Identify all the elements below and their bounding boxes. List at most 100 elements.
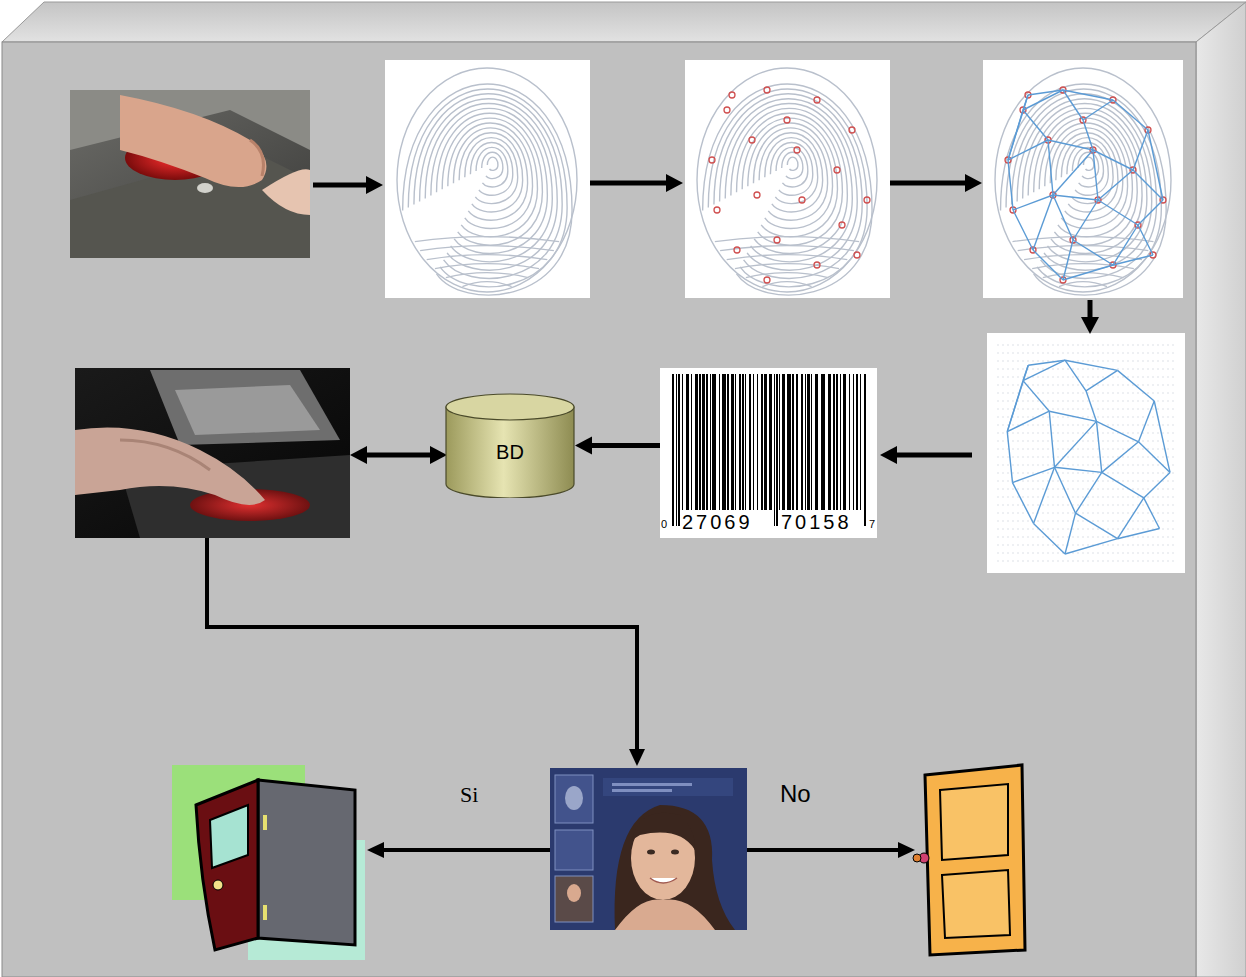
ridge	[759, 133, 823, 212]
mesh-line	[1063, 240, 1073, 280]
mesh-line	[1007, 365, 1028, 431]
minutiae-mesh	[997, 345, 1175, 561]
bar	[742, 374, 744, 510]
minutia-point	[849, 127, 855, 133]
ridge	[995, 68, 1171, 292]
bar	[757, 374, 758, 510]
bar	[864, 374, 866, 526]
ridge	[431, 108, 547, 253]
ridge	[1017, 99, 1152, 270]
ridge	[1001, 84, 1167, 295]
hand-scan-photo	[75, 368, 350, 538]
minutia-point	[764, 87, 770, 93]
mesh-line	[1013, 483, 1034, 524]
ridge	[403, 84, 572, 295]
mesh-line	[1055, 467, 1102, 472]
closed-door	[913, 765, 1025, 955]
ridge	[1034, 113, 1138, 245]
faint-texture	[997, 408, 1175, 410]
bar	[856, 374, 858, 510]
mesh-line	[1013, 467, 1055, 482]
fingerprint-mesh	[995, 68, 1171, 295]
mesh-line	[1148, 130, 1163, 200]
faint-texture	[997, 456, 1175, 458]
mesh-line	[1086, 391, 1097, 422]
mesh-line	[1097, 421, 1139, 441]
barcode-digits: 70158	[781, 511, 852, 533]
database-label: BD	[496, 441, 524, 464]
mesh-line	[1113, 255, 1153, 265]
bar	[801, 374, 803, 510]
ridge	[487, 157, 498, 170]
mesh-line	[1102, 442, 1139, 473]
bar	[792, 374, 794, 510]
face-verification	[550, 768, 747, 930]
ridge	[782, 152, 803, 178]
minutia-point	[854, 252, 860, 258]
fingerprint-frame	[983, 60, 1183, 298]
no-label: No	[780, 780, 811, 808]
faint-texture	[997, 352, 1175, 354]
ridge	[1067, 143, 1108, 196]
ridge	[1028, 108, 1142, 253]
mesh-line	[1073, 240, 1113, 265]
faint-texture	[997, 480, 1175, 482]
mesh-line	[1097, 421, 1102, 472]
minutia-point	[729, 92, 735, 98]
mesh-line	[1065, 539, 1118, 554]
mesh-line	[1049, 411, 1054, 467]
fingerprint-minutiae	[697, 68, 877, 295]
faint-texture	[997, 536, 1175, 538]
minutia-point	[754, 192, 760, 198]
ridge	[470, 143, 512, 196]
faint-texture	[997, 488, 1175, 490]
bar	[702, 374, 705, 510]
minutia-point	[724, 107, 730, 113]
mesh-line	[1098, 200, 1138, 225]
mesh-line	[1053, 150, 1093, 195]
mesh-line	[1048, 140, 1093, 150]
bar	[769, 374, 772, 510]
bar	[860, 374, 861, 510]
ridge	[442, 118, 537, 237]
mesh-line	[1033, 195, 1053, 250]
bar	[745, 374, 746, 510]
mesh-line	[1055, 467, 1076, 513]
bar	[706, 374, 708, 510]
minutia-point	[714, 207, 720, 213]
faint-texture	[997, 440, 1175, 442]
mesh-line	[1133, 170, 1163, 200]
ridge	[415, 237, 559, 242]
mesh-line	[1076, 472, 1102, 513]
bar	[828, 374, 831, 510]
bar	[695, 374, 698, 510]
barcode-digits: 27069	[682, 511, 753, 533]
connector-line	[590, 443, 660, 448]
bar	[761, 374, 763, 510]
mesh-line	[1076, 513, 1118, 539]
mesh-line	[1023, 360, 1065, 380]
ridge	[727, 255, 848, 260]
ridge	[770, 143, 812, 196]
mesh-line	[1113, 100, 1148, 130]
mesh-line	[1073, 200, 1098, 240]
mesh-line	[1086, 370, 1118, 390]
mesh-line	[1034, 467, 1055, 523]
mesh-line	[1008, 95, 1028, 160]
ridge	[462, 282, 511, 287]
barcode: 027069701587	[660, 368, 877, 538]
open-door	[172, 765, 365, 960]
bar	[727, 374, 729, 510]
mesh-line	[1065, 360, 1086, 391]
flow-arrows	[207, 174, 1099, 858]
ridge	[397, 68, 577, 292]
mesh-line	[1023, 110, 1048, 140]
mesh-frame	[987, 333, 1185, 573]
mesh-line	[1138, 200, 1163, 225]
ridge	[720, 99, 858, 270]
mesh-line	[1098, 170, 1133, 200]
ridge	[408, 89, 567, 287]
ridge	[427, 255, 548, 260]
bar	[774, 374, 775, 526]
